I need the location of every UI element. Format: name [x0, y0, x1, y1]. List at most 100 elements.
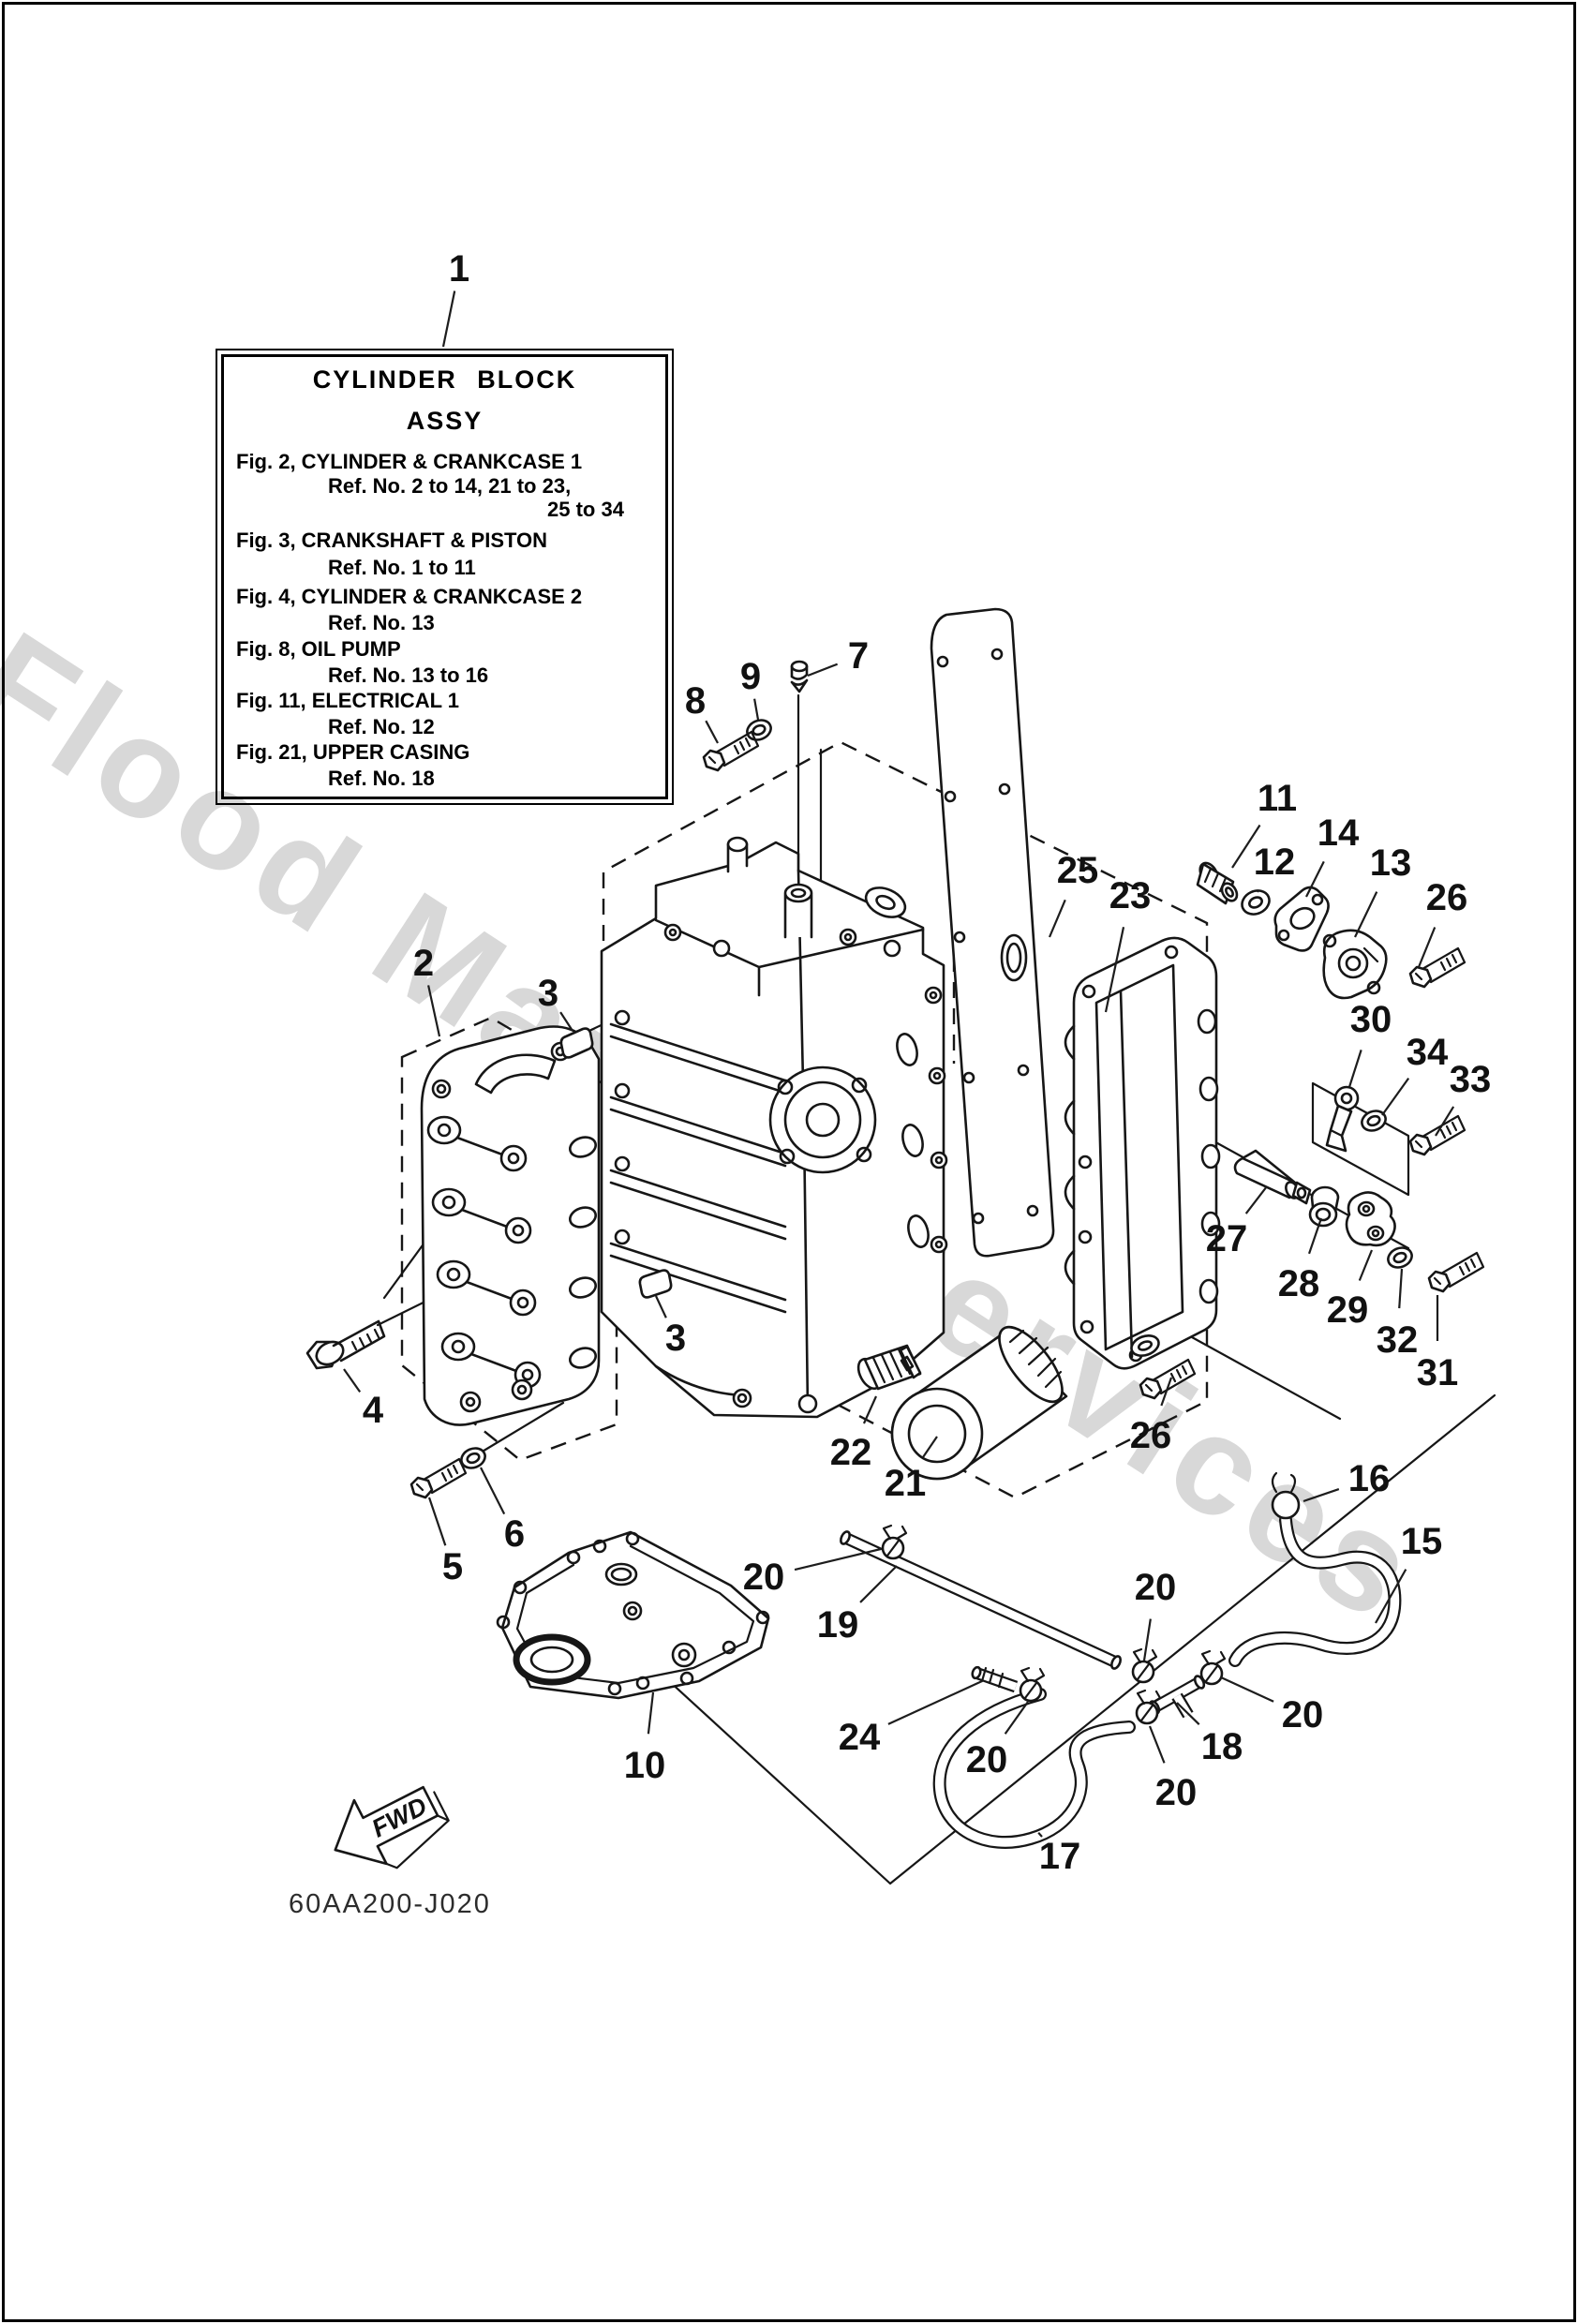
callout-31: 31 — [1417, 1295, 1459, 1393]
callout-number-21: 21 — [885, 1463, 927, 1504]
leader-line-20 — [1148, 1725, 1166, 1764]
info-line: 25 to 34 — [547, 498, 624, 521]
callout-number-24: 24 — [839, 1717, 881, 1758]
callout-number-19: 19 — [817, 1604, 859, 1646]
callout-number-15: 15 — [1401, 1521, 1443, 1562]
callout-number-29: 29 — [1327, 1289, 1369, 1331]
bracket-30-drawing — [1325, 1085, 1360, 1153]
callout-28: 28 — [1278, 1217, 1323, 1304]
leader-line-26 — [1160, 1377, 1173, 1407]
callout-26: 26 — [1130, 1377, 1173, 1456]
mount-29-drawing — [1345, 1191, 1396, 1247]
leader-line-30 — [1347, 1050, 1362, 1088]
info-line: Ref. No. 2 to 14, 21 to 23, — [328, 474, 572, 498]
bolt-31-drawing — [1427, 1251, 1485, 1293]
callout-22: 22 — [830, 1395, 878, 1473]
leader-line-25 — [1048, 899, 1066, 938]
tube-19-drawing — [840, 1530, 1122, 1670]
info-line: Ref. No. 1 to 11 — [328, 556, 476, 579]
callout-number-20: 20 — [966, 1739, 1008, 1780]
gasket-14-drawing — [1273, 886, 1330, 952]
dowel-pin-3a-drawing — [559, 1027, 594, 1059]
callout-number-25: 25 — [1057, 850, 1099, 891]
leader-line-20 — [1004, 1701, 1029, 1735]
callout-11: 11 — [1231, 778, 1297, 869]
leader-line-34 — [1381, 1077, 1410, 1116]
cylinder-head-drawing — [420, 1025, 601, 1426]
leader-line-16 — [1303, 1487, 1340, 1503]
callout-20: 20 — [966, 1701, 1029, 1780]
leader-line-21 — [922, 1436, 938, 1458]
info-line: Ref. No. 13 to 16 — [328, 663, 489, 687]
leader-line-20 — [794, 1547, 882, 1572]
washer-9-drawing — [742, 715, 776, 745]
leader-line-23 — [1104, 927, 1125, 1013]
leader-line-14 — [1305, 860, 1325, 898]
leader-line-6 — [480, 1467, 506, 1515]
callout-29: 29 — [1327, 1249, 1374, 1331]
callout-number-20: 20 — [1135, 1567, 1177, 1608]
cover-13-drawing — [1322, 929, 1388, 1000]
leader-line-8 — [705, 720, 719, 744]
exhaust-cover-drawing — [1064, 936, 1221, 1370]
callout-32: 32 — [1377, 1268, 1418, 1361]
bolt-33-drawing — [1408, 1114, 1466, 1156]
callout-number-12: 12 — [1254, 842, 1296, 883]
callout-16: 16 — [1303, 1458, 1390, 1503]
callout-7: 7 — [807, 635, 869, 678]
info-line: Fig. 11, ELECTRICAL 1 — [236, 689, 459, 712]
callout-number-14: 14 — [1317, 812, 1360, 854]
callout-number-20: 20 — [743, 1557, 785, 1598]
bushing-28-drawing — [1308, 1185, 1340, 1228]
anode-11-drawing — [1196, 861, 1239, 905]
callout-3: 3 — [538, 973, 573, 1032]
leader-line-27 — [1244, 1185, 1268, 1214]
callout-20: 20 — [743, 1547, 882, 1598]
callout-27: 27 — [1206, 1185, 1268, 1259]
callout-number-17: 17 — [1039, 1836, 1081, 1877]
nipple-24-drawing — [971, 1665, 1019, 1693]
leader-line-22 — [862, 1395, 878, 1424]
callout-number-30: 30 — [1350, 999, 1392, 1040]
callout-number-10: 10 — [624, 1745, 666, 1786]
callout-15: 15 — [1375, 1521, 1443, 1624]
callout-14: 14 — [1305, 812, 1360, 898]
leader-line-20 — [1142, 1618, 1152, 1661]
callout-number-5: 5 — [442, 1546, 463, 1587]
callout-number-20: 20 — [1155, 1772, 1198, 1813]
leader-line-29 — [1358, 1249, 1374, 1281]
callout-8: 8 — [685, 680, 719, 744]
callout-number-7: 7 — [848, 635, 869, 677]
callout-number-27: 27 — [1206, 1218, 1248, 1259]
callout-number-1: 1 — [449, 248, 469, 290]
callout-number-31: 31 — [1417, 1352, 1459, 1393]
callout-number-8: 8 — [685, 680, 706, 722]
callout-1: 1 — [441, 248, 469, 348]
bolt-26b-drawing — [1139, 1358, 1197, 1400]
callout-12: 12 — [1254, 842, 1296, 893]
info-line: Fig. 3, CRANKSHAFT & PISTON — [236, 529, 548, 552]
leader-line-15 — [1375, 1569, 1407, 1624]
info-line: Fig. 8, OIL PUMP — [236, 637, 401, 661]
leader-line-2 — [427, 985, 441, 1037]
callout-24: 24 — [839, 1679, 983, 1758]
bolt-5-drawing — [409, 1457, 468, 1499]
pin-27-drawing — [1233, 1149, 1312, 1205]
leader-line-5 — [427, 1497, 447, 1546]
clamp-20a-drawing — [881, 1524, 908, 1560]
leader-line-1 — [441, 290, 456, 348]
callout-number-9: 9 — [740, 656, 761, 697]
callout-23: 23 — [1104, 875, 1151, 1013]
callout-18: 18 — [1176, 1702, 1243, 1767]
leader-line-24 — [887, 1679, 983, 1725]
callout-9: 9 — [740, 656, 761, 721]
leader-line-3 — [655, 1295, 667, 1318]
clamp-20e-drawing — [1135, 1689, 1162, 1725]
callout-number-4: 4 — [363, 1390, 384, 1431]
callout-4: 4 — [343, 1368, 384, 1431]
cylinder-block-drawing — [600, 836, 948, 1419]
leader-line-18 — [1176, 1702, 1200, 1725]
